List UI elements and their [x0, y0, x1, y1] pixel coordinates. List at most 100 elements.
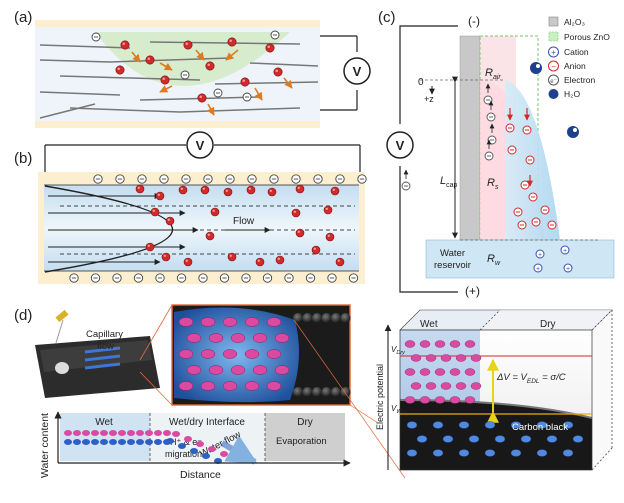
flow-anion-1-highlight: [157, 193, 160, 196]
box-electron-1-6: [572, 435, 584, 443]
ion-arrow-5: [254, 87, 263, 101]
flow-anion-12: [291, 208, 301, 218]
plot-x-axis-label: Distance: [180, 469, 221, 481]
box-proton-0-4: [464, 340, 476, 348]
legend-electron-label: Electron: [564, 75, 595, 85]
zoom-proton-0-1: [200, 317, 216, 327]
plot-electron-5: [109, 439, 117, 445]
anion-9: [273, 67, 283, 77]
zoom-proton-2-0: [178, 349, 194, 359]
zoom-ball-bot-0: [293, 387, 303, 397]
anion-1-highlight: [147, 57, 151, 61]
zoom-ball-top-2: [312, 313, 322, 323]
plot-proton-slope-1: [184, 436, 192, 442]
flow-anion-5-highlight: [248, 187, 251, 190]
zoom-proton-4-4: [266, 381, 282, 391]
plot-interface-label: Wet/dry Interface: [169, 417, 245, 428]
panel-c-electrons: [401, 83, 497, 191]
box-electron-2-3: [484, 449, 496, 457]
box-electron-1-4: [520, 435, 532, 443]
flow-anion-4-highlight: [225, 189, 228, 192]
panel-c-z-mark: +z: [424, 94, 434, 104]
zoom-ball-top-1: [302, 313, 313, 323]
flow-anion-14-highlight: [207, 233, 210, 236]
delta-v-formula: ΔV = VEDL = σ/C: [496, 372, 566, 385]
anion-6: [160, 75, 170, 85]
flow-anion-11-highlight: [212, 209, 215, 212]
box-proton-4-0: [404, 396, 416, 404]
plot-proton-9: [145, 430, 153, 436]
box-electron-0-3: [484, 421, 496, 429]
legend-h2o-label: H₂O: [564, 89, 580, 99]
anion-9-highlight: [275, 69, 278, 72]
plot-electron-6: [118, 439, 126, 445]
plot-electron-slope-3: [202, 453, 210, 459]
flow-anion-24-highlight: [337, 259, 340, 262]
c-cation-3: [535, 249, 545, 259]
device-hole: [55, 362, 69, 374]
c-cation-sign-0: +: [536, 266, 540, 273]
zoom-ball-top-0: [293, 313, 303, 323]
anion-10: [115, 65, 125, 75]
flow-anion-19-highlight: [185, 259, 188, 262]
plot-migration-label-1: H⁺ & e⁻: [170, 437, 202, 447]
plot-electron-slope-1: [178, 443, 186, 449]
legend-electron-icon: [548, 74, 559, 86]
flow-anion-23-highlight: [313, 247, 316, 250]
ion-arrow-4: [159, 85, 173, 93]
flow-anion-2: [178, 185, 188, 195]
panel-c-reservoir-line2: reservoir: [434, 260, 471, 271]
zoom-ball-top-5: [340, 313, 351, 323]
panel-d-label: (d): [14, 307, 32, 324]
plot-proton-slope-4: [220, 451, 228, 457]
flow-anion-11: [210, 207, 220, 217]
box-proton-0-2: [434, 340, 446, 348]
plot-electron-4: [100, 439, 108, 445]
plot-dry-region: [265, 413, 345, 461]
zoom-proton-2-4: [266, 349, 282, 359]
zoom-proton-1-2: [230, 333, 246, 343]
zoom-proton-3-2: [230, 365, 246, 375]
flow-anion-20-highlight: [229, 254, 232, 257]
panel-c-negative-terminal: (-): [468, 14, 480, 28]
legend-cation-icon: [548, 46, 559, 58]
zoom-proton-4-0: [178, 381, 194, 391]
panel-b: (b) V Flow: [14, 131, 367, 284]
plot-electron-7: [127, 439, 135, 445]
anion-6-highlight: [162, 77, 166, 80]
panel-c-lcap-label: Lcap: [440, 175, 458, 189]
flow-anion-9: [150, 207, 160, 217]
flow-anion-22: [275, 255, 285, 265]
potential-box: Wet Dry ΔV = VEDL = σ/C Carbon black Ele…: [375, 309, 613, 471]
flow-anion-8-highlight: [332, 188, 335, 191]
plot-y-axis-label: Water content: [39, 413, 51, 478]
anion-0: [120, 40, 130, 50]
zoom-proton-2-2: [222, 349, 238, 359]
zoom-ball-bot-4: [331, 387, 341, 397]
panel-a-voltmeter: [343, 57, 371, 85]
plot-electron-9: [145, 439, 153, 445]
zoom-proton-0-2: [222, 317, 238, 327]
plot-proton-10: [154, 430, 162, 436]
anion-2: [183, 40, 193, 50]
flow-anion-12-highlight: [293, 210, 296, 213]
c-cation-0: [533, 263, 543, 273]
panel-a-ion-arrows: [131, 49, 293, 116]
box-electron-2-6: [562, 449, 574, 457]
box-electron-2-2: [458, 449, 470, 457]
flow-anion-10-highlight: [167, 218, 170, 221]
flow-anion-14: [205, 231, 215, 241]
v-wet-label: VWet: [391, 404, 406, 415]
box-proton-2-3: [449, 368, 461, 376]
plot-proton-1: [73, 430, 81, 436]
panel-b-label: (b): [14, 150, 32, 167]
flow-anion-3-highlight: [202, 187, 205, 190]
flow-anion-18: [161, 252, 171, 262]
box-proton-3-3: [455, 382, 467, 390]
capillary-label-2: flow: [97, 341, 114, 352]
box-proton-1-0: [410, 354, 422, 362]
anion-8: [197, 93, 207, 103]
ion-arrow-7: [283, 77, 293, 89]
flow-anion-19: [183, 257, 193, 267]
